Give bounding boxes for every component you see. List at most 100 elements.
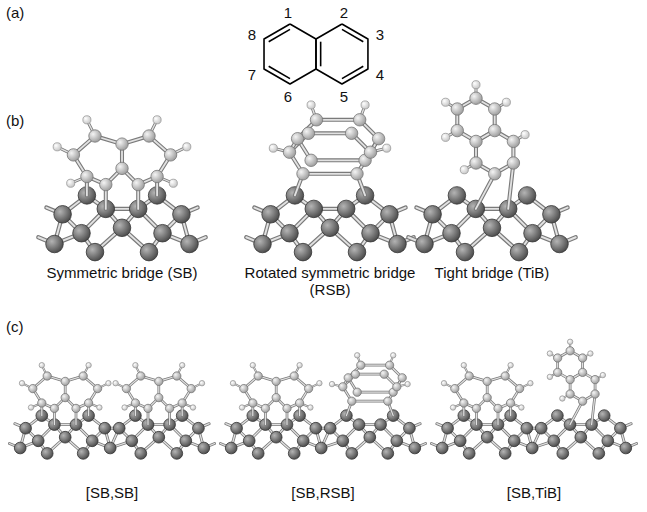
hydrogen-atom	[502, 98, 510, 106]
silicon-atom	[153, 431, 165, 443]
hydrogen-atom	[600, 372, 605, 377]
hydrogen-atom	[83, 116, 91, 124]
carbon-atom	[155, 393, 163, 401]
surface-model	[408, 81, 575, 261]
silicon-atom	[171, 448, 183, 460]
structure-caption: [SB,RSB]	[291, 484, 354, 501]
carbon-atom	[385, 361, 393, 369]
carbon-atom	[507, 135, 519, 147]
hydrogen-atom	[153, 116, 161, 124]
silicon-atom	[521, 422, 533, 434]
atom-number: 7	[248, 66, 256, 83]
structure-caption: Symmetric bridge (SB)	[47, 264, 198, 281]
atom-number: 5	[340, 88, 348, 105]
hydrogen-atom	[86, 363, 91, 368]
hydrogen-atom	[133, 363, 138, 368]
carbon-atom	[339, 383, 347, 391]
hydrogen-atom	[355, 353, 360, 358]
structure-caption: [SB,TiB]	[507, 484, 561, 501]
atom-number: 4	[376, 66, 384, 83]
carbon-atom	[38, 399, 46, 407]
carbon-atom	[151, 170, 163, 182]
carbon-atom	[488, 124, 500, 136]
carbon-atom	[100, 178, 112, 190]
carbon-atom	[578, 354, 586, 362]
structure-caption: [SB,SB]	[86, 484, 139, 501]
double-bond-line	[320, 42, 322, 67]
hydrogen-atom	[472, 81, 480, 89]
carbon-atom	[460, 399, 468, 407]
silicon-atom	[602, 435, 614, 447]
silicon-atom	[364, 431, 376, 443]
c-si-bond	[592, 394, 595, 425]
double-bond-line	[269, 66, 290, 78]
silicon-atom	[252, 448, 264, 460]
carbon-atom	[554, 368, 562, 376]
silicon-atom	[231, 422, 243, 434]
silicon-atom	[483, 219, 501, 237]
carbon-atom	[351, 370, 359, 378]
carbon-atom	[353, 114, 365, 126]
silicon-atom	[113, 422, 125, 434]
silicon-atom	[593, 448, 605, 460]
hydrogen-atom	[442, 133, 450, 141]
hydrogen-atom	[53, 143, 61, 151]
silicon-atom	[254, 235, 272, 253]
atom-number: 3	[376, 26, 384, 43]
carbon-atom	[357, 361, 365, 369]
hydrogen-atom	[460, 166, 468, 174]
carbon-atom	[470, 92, 482, 104]
hydrogen-atom	[317, 381, 322, 386]
c-c-bond-highlight	[352, 401, 388, 402]
carbon-atom	[178, 399, 186, 407]
atom-number: 6	[284, 88, 292, 105]
surface-model	[9, 363, 214, 460]
carbon-atom	[116, 162, 128, 174]
hydrogen-atom	[567, 339, 572, 344]
hydrogen-atom	[190, 405, 195, 410]
hydrogen-atom	[405, 381, 410, 386]
silicon-atom	[448, 187, 466, 205]
hydrogen-atom	[391, 353, 396, 358]
c-c-bond	[357, 391, 393, 394]
carbon-atom	[304, 384, 312, 392]
carbon-atom	[515, 384, 523, 392]
hydrogen-atom	[547, 374, 552, 379]
carbon-atom	[283, 146, 295, 158]
carbon-atom	[122, 384, 130, 392]
silicon-atom	[294, 243, 312, 261]
silicon-atom	[551, 235, 569, 253]
silicon-atom	[510, 243, 528, 261]
carbon-atom	[297, 168, 309, 180]
carbon-atom	[483, 393, 491, 401]
carbon-atom	[398, 374, 406, 382]
carbon-atom	[61, 377, 69, 385]
carbon-atom	[254, 372, 262, 380]
c-c-bond-highlight	[311, 159, 365, 161]
carbon-atom	[372, 132, 384, 144]
panel-letter: (b)	[6, 112, 24, 129]
hydrogen-atom	[461, 363, 466, 368]
carbon-atom	[61, 393, 69, 401]
carbon-atom	[566, 347, 574, 355]
carbon-atom	[67, 149, 79, 161]
silicon-atom	[456, 243, 474, 261]
silicon-atom	[59, 431, 71, 443]
c-c-bond	[303, 172, 357, 176]
carbon-atom	[283, 404, 291, 412]
carbon-atom	[295, 399, 303, 407]
hydrogen-atom	[307, 101, 315, 109]
silicon-atom	[126, 435, 138, 447]
silicon-atom	[404, 422, 416, 434]
hydrogen-atom	[383, 144, 391, 152]
carbon-atom	[451, 124, 463, 136]
silicon-atom	[54, 206, 72, 224]
silicon-atom	[382, 448, 394, 460]
silicon-atom	[180, 435, 192, 447]
surface-model	[246, 101, 413, 261]
silicon-atom	[243, 435, 255, 447]
silicon-atom	[46, 235, 64, 253]
silicon-atom	[337, 435, 349, 447]
silicon-atom	[557, 448, 569, 460]
